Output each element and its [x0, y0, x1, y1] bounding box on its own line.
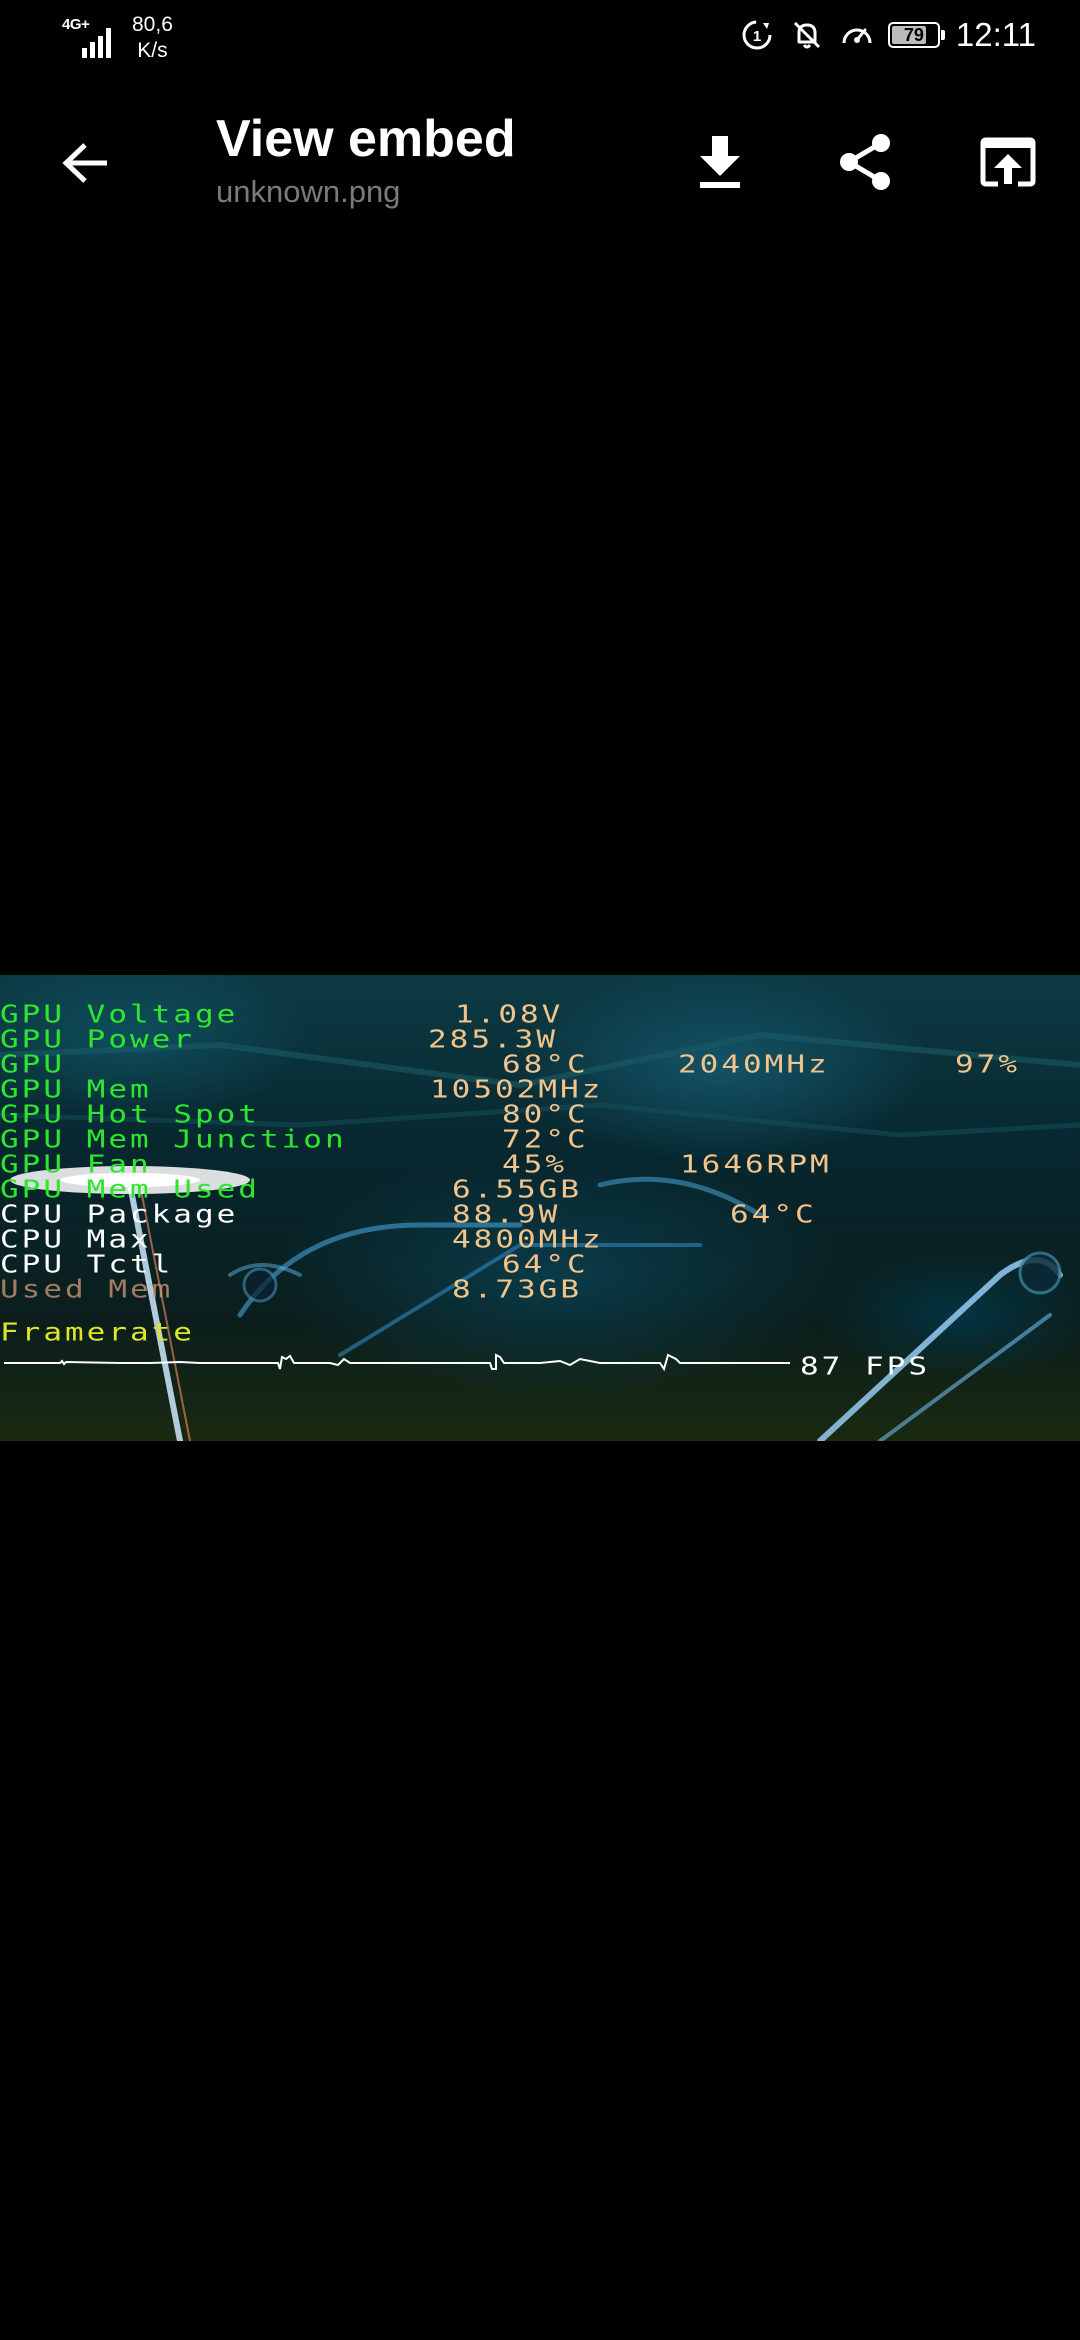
status-right: 1 79 1	[738, 16, 1036, 54]
osd-value: 45%	[502, 1150, 567, 1179]
status-bar: 4G+ 80,6 K/s 1	[0, 0, 1080, 80]
osd-value: 80°C	[502, 1100, 589, 1129]
network-speed-value: 80,6	[132, 13, 173, 36]
osd-value: 88.9W	[452, 1200, 561, 1229]
osd-value: 4800MHz	[452, 1225, 604, 1254]
signal-icon: 4G+	[62, 12, 122, 62]
open-in-browser-button[interactable]	[968, 122, 1048, 202]
embedded-image[interactable]: GPU Voltage 1.08V GPU Power 285.3W GPU 6…	[0, 975, 1080, 1441]
osd-label: Used Mem	[0, 1275, 174, 1304]
battery-icon: 79	[887, 22, 945, 48]
battery-fill	[891, 26, 926, 44]
osd-value: 1646RPM	[680, 1150, 832, 1179]
open-external-icon	[980, 137, 1036, 187]
game-scene-background	[0, 1031, 1080, 1441]
osd-value: 1.08V	[455, 1000, 564, 1029]
osd-label: CPU Max	[0, 1225, 152, 1254]
signal-bar	[90, 42, 95, 58]
back-button[interactable]	[50, 128, 120, 198]
svg-text:1: 1	[753, 28, 761, 45]
signal-bar	[106, 28, 111, 58]
network-speed: 80,6 K/s	[132, 12, 173, 64]
download-icon	[700, 136, 740, 188]
signal-bar	[82, 48, 87, 58]
osd-label: GPU Fan	[0, 1150, 152, 1179]
osd-value: 64°C	[730, 1200, 817, 1229]
osd-label: GPU Mem Junction	[0, 1125, 347, 1154]
share-button[interactable]	[825, 122, 905, 202]
osd-value: 68°C	[502, 1050, 589, 1079]
osd-label: GPU Hot Spot	[0, 1100, 260, 1129]
frametime-graph	[4, 1353, 790, 1372]
mute-notifications-icon	[788, 16, 826, 54]
osd-label: CPU Tctl	[0, 1250, 174, 1279]
data-saver-icon: 1	[738, 16, 776, 54]
page-title: View embed	[216, 110, 516, 168]
performance-mode-icon	[838, 16, 876, 54]
signal-bar	[98, 36, 103, 58]
back-arrow-icon	[62, 143, 107, 183]
battery-percentage: 79	[903, 24, 924, 45]
file-name: unknown.png	[216, 174, 401, 209]
download-button[interactable]	[680, 122, 760, 202]
osd-label: GPU Mem Used	[0, 1175, 260, 1204]
osd-value: 10502MHz	[430, 1075, 604, 1104]
osd-label: GPU	[0, 1050, 65, 1079]
osd-value: 6.55GB	[452, 1175, 582, 1204]
osd-label: GPU Mem	[0, 1075, 152, 1104]
title-block: View embed unknown.png	[216, 108, 516, 212]
clock: 12:11	[955, 16, 1036, 53]
share-icon	[840, 134, 890, 190]
network-speed-unit: K/s	[137, 39, 168, 62]
network-type: 4G+	[62, 16, 90, 33]
osd-label: GPU Voltage	[0, 1000, 239, 1029]
osd-value: 8.73GB	[452, 1275, 582, 1304]
osd-value: 2040MHz	[678, 1050, 830, 1079]
performance-overlay: GPU Voltage 1.08V GPU Power 285.3W GPU 6…	[0, 975, 1080, 1441]
osd-value: 285.3W	[428, 1025, 558, 1054]
osd-value: 64°C	[502, 1250, 589, 1279]
osd-label: GPU Power	[0, 1025, 195, 1054]
fps-counter: 87 FPS	[800, 1352, 930, 1381]
status-left: 4G+ 80,6 K/s	[62, 12, 173, 64]
osd-value: 72°C	[502, 1125, 589, 1154]
framerate-label: Framerate	[0, 1318, 195, 1347]
app-bar: View embed unknown.png	[0, 90, 1080, 230]
osd-value: 97%	[955, 1050, 1020, 1079]
osd-label: CPU Package	[0, 1200, 239, 1229]
